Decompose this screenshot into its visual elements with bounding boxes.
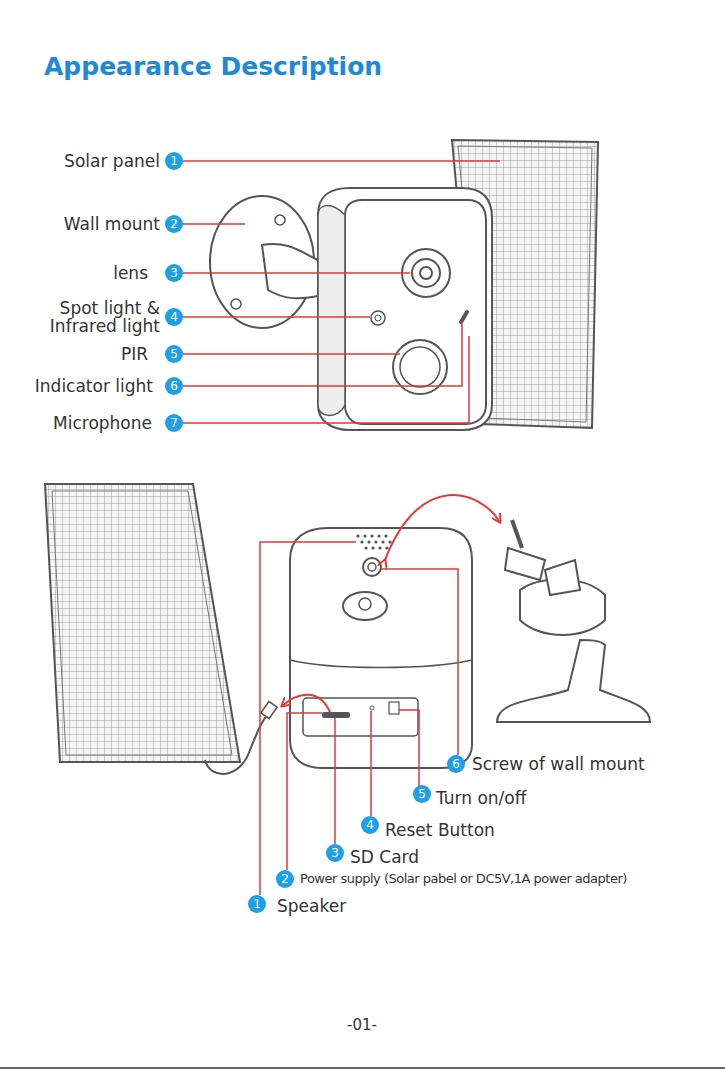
part-name: Spot light & Infrared light — [30, 299, 160, 335]
callout-number: 7 — [165, 414, 183, 432]
callout-text: 2 — [170, 217, 178, 231]
leader-lines — [183, 161, 500, 423]
part-name: Power supply (Solar pabel or DC5V,1A pow… — [300, 870, 627, 888]
wall-mount — [497, 520, 650, 722]
part-name: Reset Button — [385, 821, 495, 839]
callout-number: 5 — [413, 785, 431, 803]
callout-text: 2 — [281, 872, 289, 886]
leader-lines — [260, 542, 458, 895]
solar-panel — [45, 484, 277, 774]
wall-mount — [210, 196, 322, 328]
callout-number: 1 — [248, 895, 266, 913]
part-name: Indicator light — [0, 377, 153, 395]
page-title: Appearance Description — [44, 52, 382, 81]
part-name: SD Card — [350, 848, 419, 866]
callout-number: 1 — [165, 152, 183, 170]
callout-text: 6 — [452, 757, 460, 771]
part-name: Wall mount — [0, 215, 160, 233]
callout-number: 2 — [165, 215, 183, 233]
callout-text: 4 — [366, 818, 374, 832]
part-name: lens — [0, 264, 148, 282]
callout-number: 3 — [326, 844, 344, 862]
callout-text: 5 — [170, 347, 178, 361]
part-name: Speaker — [277, 897, 346, 915]
part-name: Solar panel — [0, 152, 160, 170]
callout-number: 4 — [165, 308, 183, 326]
part-name: Screw of wall mount — [472, 755, 645, 773]
callout-number: 3 — [165, 264, 183, 282]
camera-front — [318, 188, 492, 430]
part-name: Turn on/off — [436, 789, 526, 807]
callout-number: 6 — [447, 755, 465, 773]
callout-number: 5 — [165, 345, 183, 363]
camera-back — [290, 528, 472, 768]
callout-text: 4 — [170, 310, 178, 324]
callout-text: 3 — [170, 266, 178, 280]
assembly-arrows — [282, 495, 500, 712]
callout-text: 1 — [253, 897, 261, 911]
callout-text: 6 — [170, 379, 178, 393]
part-name: PIR — [0, 345, 148, 363]
part-name: Microphone — [0, 414, 152, 432]
callout-text: 5 — [418, 787, 426, 801]
callout-number: 4 — [361, 816, 379, 834]
callout-text: 3 — [331, 846, 339, 860]
callout-text: 1 — [170, 154, 178, 168]
callout-number: 2 — [276, 870, 294, 888]
callout-number: 6 — [165, 377, 183, 395]
page-number: -01- — [322, 1016, 402, 1034]
page-rule — [0, 1067, 725, 1069]
callout-text: 7 — [170, 416, 178, 430]
